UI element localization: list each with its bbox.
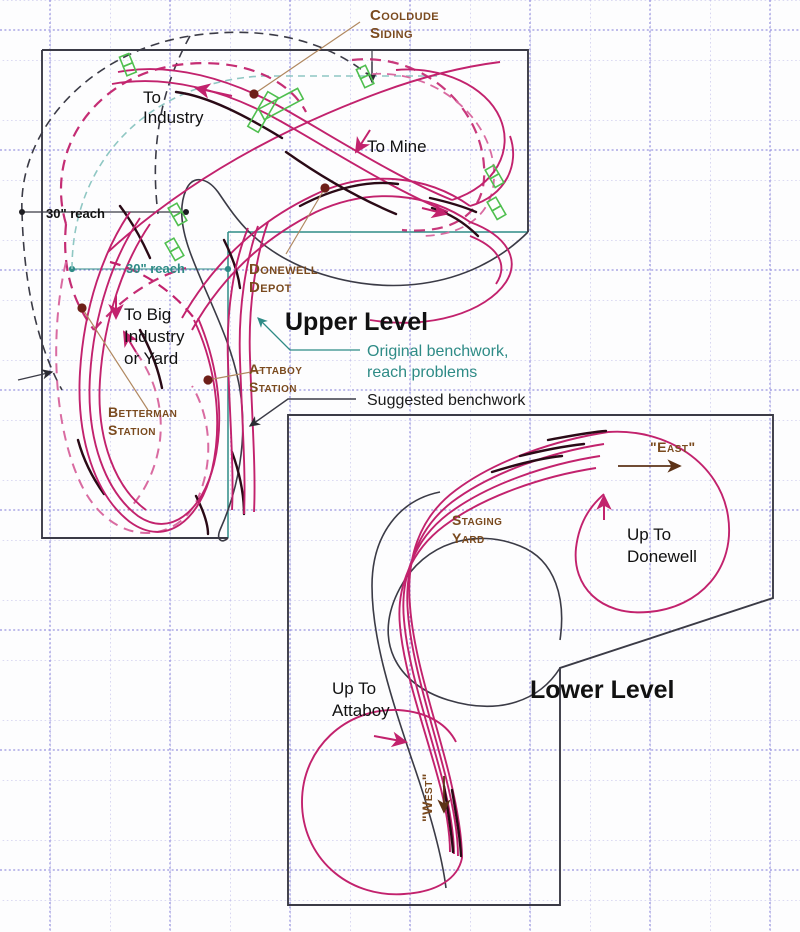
svg-text:Up To: Up To: [332, 679, 376, 698]
svg-text:Industry: Industry: [124, 327, 185, 346]
upper-clearance-arc-mid: [109, 260, 195, 319]
attaboy-tracks: [226, 221, 269, 515]
svg-text:Yard: Yard: [452, 530, 485, 546]
station-dots: [77, 89, 330, 385]
label-to-industry: To Industry: [143, 88, 204, 127]
svg-text:reach problems: reach problems: [367, 364, 477, 381]
label-betterman-station: Betterman Station: [108, 404, 177, 438]
turnout-marker: [118, 52, 138, 77]
turnout-marker: [167, 202, 188, 227]
title-lower-level: Lower Level: [530, 676, 675, 704]
arrow-to-mine: [354, 129, 371, 154]
legend-original-benchwork: Original benchwork, reach problems: [367, 343, 508, 381]
label-west: "West": [419, 773, 435, 822]
arrow-to-industry: [194, 83, 233, 99]
label-reach-lower: 30" reach: [126, 261, 185, 276]
upper-direction-arrows: [108, 83, 448, 320]
label-attaboy-station: Attaboy Station: [249, 361, 302, 395]
label-up-to-attaboy: Up To Attaboy: [332, 679, 390, 720]
turnout-marker: [486, 196, 507, 221]
reach-end-dot-upper: [183, 209, 189, 215]
dot-cooldude-siding: [249, 89, 259, 99]
legend-suggested-benchwork: Suggested benchwork: [367, 392, 526, 409]
svg-text:Donewell: Donewell: [627, 547, 697, 566]
attaboy-helix-loop: [301, 709, 463, 896]
svg-text:Industry: Industry: [143, 108, 204, 127]
svg-text:Up To: Up To: [627, 525, 671, 544]
svg-text:Station: Station: [108, 422, 156, 438]
upper-track-lines: [107, 61, 515, 331]
arrow-mine-return: [421, 203, 448, 219]
svg-text:Donewell: Donewell: [249, 261, 318, 278]
turnout-marker: [246, 90, 280, 134]
dot-betterman-station: [77, 303, 87, 313]
reach-pivot-dot-upper: [19, 209, 25, 215]
svg-text:Attaboy: Attaboy: [332, 701, 390, 720]
svg-text:Staging: Staging: [452, 512, 502, 528]
svg-text:To Big: To Big: [124, 305, 171, 324]
suggested-reach-arcs: [21, 31, 373, 391]
leader-attaboy: [207, 369, 263, 381]
lower-peninsula-edge: [387, 537, 563, 708]
label-cooldude-siding: Cooldude Siding: [370, 7, 439, 42]
staging-dark-segments: [442, 429, 608, 858]
title-upper-level: Upper Level: [285, 308, 428, 336]
label-donewell-depot: Donewell Depot: [249, 261, 318, 296]
leader-donewell: [285, 187, 326, 255]
svg-text:Attaboy: Attaboy: [249, 361, 302, 377]
label-reach-upper: 30" reach: [46, 206, 105, 221]
svg-text:Depot: Depot: [249, 279, 292, 296]
lower-staging-edge: [371, 491, 447, 889]
label-to-mine: To Mine: [367, 137, 427, 156]
station-leaders: [81, 21, 361, 411]
svg-text:Siding: Siding: [370, 25, 413, 42]
reach-end-dot-lower: [224, 265, 232, 273]
betterman-loop-tracks: [78, 211, 221, 533]
donewell-helix-loop: [574, 430, 731, 614]
leader-cooldude: [253, 21, 361, 95]
turnout-marker: [355, 64, 375, 89]
label-staging-yard: Staging Yard: [452, 512, 502, 546]
turnout-marker: [164, 237, 185, 262]
reach-arrow-left: [17, 369, 54, 381]
turnout-marker: [484, 164, 505, 189]
legend-leader-original: [257, 317, 360, 351]
betterman-direction-arrow: [122, 330, 138, 353]
arrow-up-to-attaboy: [373, 731, 408, 748]
legend-leader-suggested: [248, 398, 356, 427]
original-reach-arcs: [71, 75, 440, 270]
legend-leaders: [248, 317, 360, 427]
label-up-to-donewell: Up To Donewell: [627, 525, 697, 566]
turnout-markers[interactable]: [118, 52, 507, 262]
betterman-clearance-arcs: [55, 261, 210, 534]
svg-text:Station: Station: [249, 379, 297, 395]
dot-donewell-depot: [320, 183, 330, 193]
label-east: "East": [650, 439, 696, 455]
svg-text:or Yard: or Yard: [124, 349, 178, 368]
svg-text:Original benchwork,: Original benchwork,: [367, 343, 508, 360]
upper-suggested-benchwork: [41, 49, 529, 539]
upper-track-dark-segments: [76, 90, 480, 536]
upper-clearance-arcs-right: [351, 58, 486, 232]
svg-text:Betterman: Betterman: [108, 404, 177, 420]
svg-text:Cooldude: Cooldude: [370, 7, 439, 24]
leader-betterman: [81, 307, 149, 411]
dot-attaboy-station: [203, 375, 213, 385]
svg-text:To: To: [143, 88, 161, 107]
label-to-big-industry: To Big Industry or Yard: [124, 305, 185, 368]
